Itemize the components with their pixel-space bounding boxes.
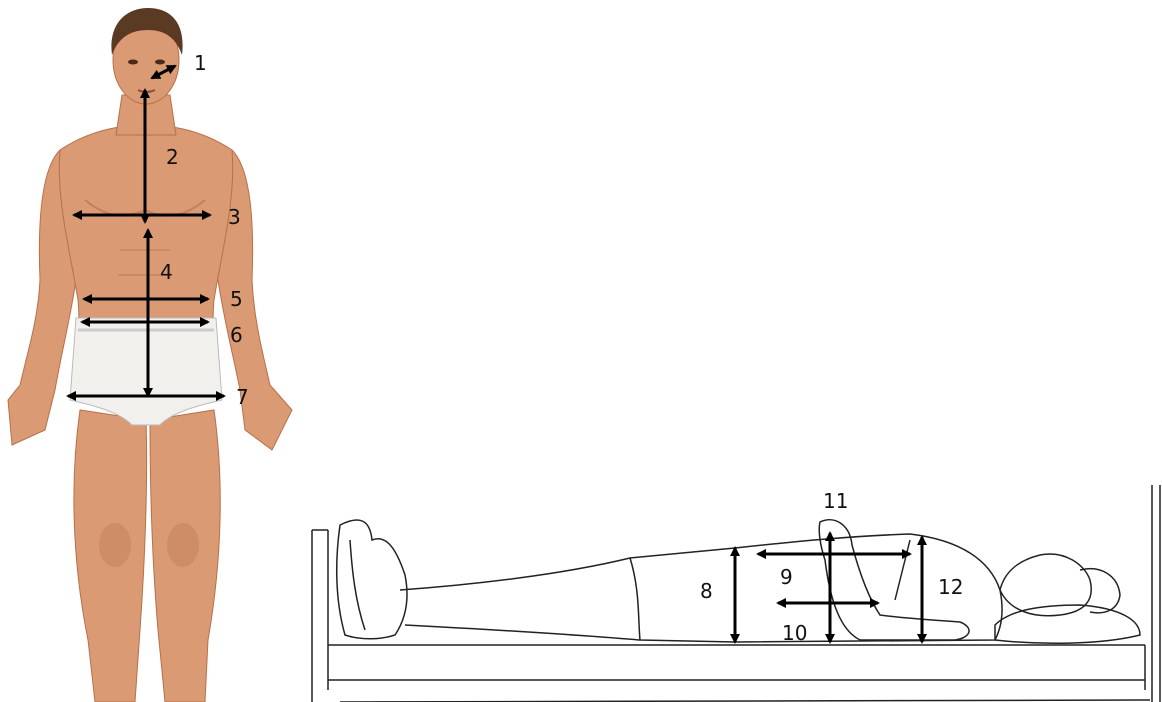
label-10: 10 xyxy=(782,621,807,645)
pillow xyxy=(995,605,1140,643)
supine-view-sketch xyxy=(312,485,1160,702)
label-5: 5 xyxy=(230,287,243,311)
label-7: 7 xyxy=(236,385,249,409)
label-2: 2 xyxy=(166,145,179,169)
front-view-figure: 1 2 3 4 5 6 7 xyxy=(8,8,292,702)
label-12: 12 xyxy=(938,575,963,599)
label-8: 8 xyxy=(700,579,713,603)
legs xyxy=(400,548,735,642)
underwear xyxy=(70,318,222,425)
label-11: 11 xyxy=(823,489,848,513)
label-3: 3 xyxy=(228,205,241,229)
label-1: 1 xyxy=(194,51,207,75)
feet xyxy=(337,520,407,639)
label-9: 9 xyxy=(780,565,793,589)
supine-measurement-arrows xyxy=(735,533,922,642)
label-6: 6 xyxy=(230,323,243,347)
label-4: 4 xyxy=(160,260,173,284)
